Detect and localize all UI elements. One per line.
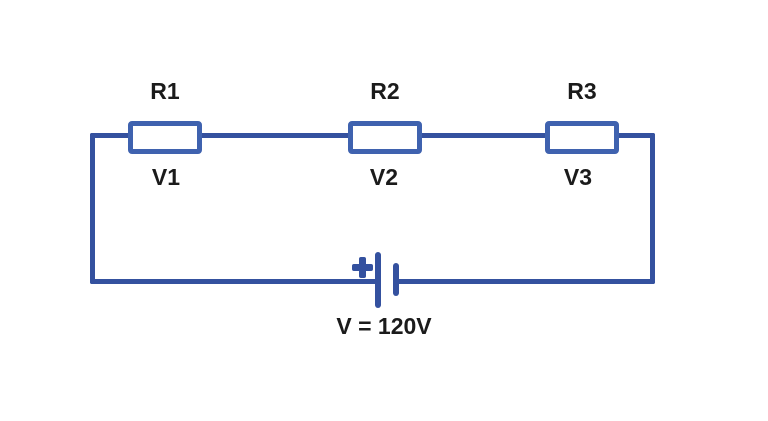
resistor-label-r3: R3 bbox=[567, 78, 597, 104]
voltage-label-v1: V1 bbox=[151, 164, 181, 190]
right-wire bbox=[650, 133, 655, 284]
bottom-wire-left bbox=[90, 279, 378, 284]
resistor-r2 bbox=[348, 121, 422, 154]
bottom-wire-right bbox=[396, 279, 655, 284]
resistor-label-r2: R2 bbox=[370, 78, 400, 104]
left-wire bbox=[90, 133, 95, 284]
voltage-label-v3: V3 bbox=[563, 164, 593, 190]
resistor-r1 bbox=[128, 121, 202, 154]
battery-voltage-label: V = 120V bbox=[336, 313, 432, 339]
battery-positive-plate bbox=[375, 252, 381, 308]
resistor-label-r1: R1 bbox=[150, 78, 180, 104]
voltage-label-v2: V2 bbox=[369, 164, 399, 190]
battery-negative-plate bbox=[393, 263, 399, 296]
resistor-r3 bbox=[545, 121, 619, 154]
